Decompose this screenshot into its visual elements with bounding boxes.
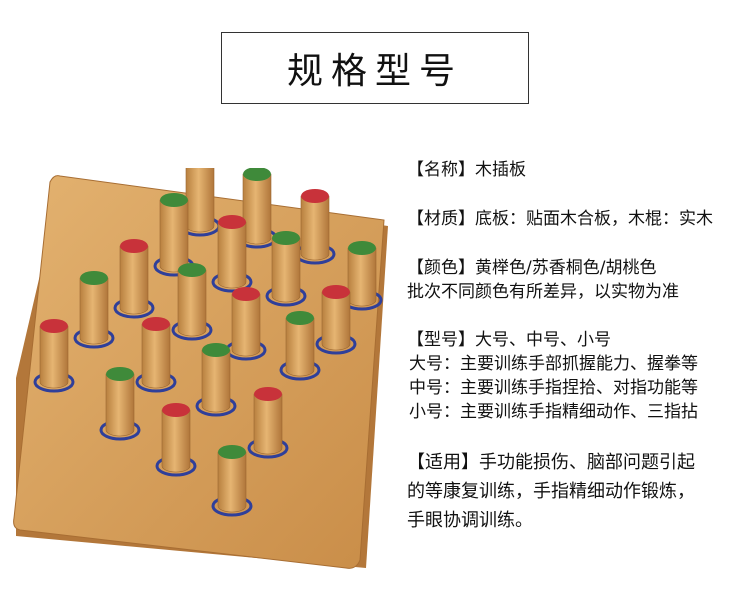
peg-cap-red (142, 317, 170, 331)
peg (294, 189, 336, 265)
peg (211, 215, 253, 293)
peg (73, 271, 115, 349)
model-small-line: 小号：主要训练手指精细动作、三指拈 (409, 402, 698, 422)
peg (99, 367, 141, 441)
page-title: 规格型号 (286, 51, 463, 92)
peg-body (231, 293, 261, 357)
peg-body (105, 373, 135, 437)
peg-body (217, 221, 247, 289)
model-line: 【型号】大号、中号、小号 (407, 330, 611, 350)
peg-cap-green (106, 367, 134, 381)
peg-body (177, 269, 207, 337)
peg (236, 168, 278, 249)
peg-body (217, 451, 247, 513)
usage-line-3: 手眼协调训练。 (407, 510, 533, 531)
peg-body (39, 325, 69, 389)
peg-body (271, 237, 301, 303)
peg (155, 403, 197, 477)
peg-cap-green (348, 241, 376, 255)
color-note-line: 批次不同颜色有所差异，以实物为准 (407, 282, 679, 302)
color-line: 【颜色】黄榉色/苏香桐色/胡桃色 (407, 258, 657, 278)
peg-cap-green (286, 311, 314, 325)
peg-cap-red (254, 387, 282, 401)
peg-cap-red (120, 239, 148, 253)
peg-cap-green (202, 343, 230, 357)
model-large-line: 大号：主要训练手部抓握能力、握拳等 (409, 354, 698, 374)
peg-cap-red (301, 189, 329, 203)
peg-body (141, 323, 171, 389)
peg-body (347, 247, 377, 307)
peg-body (285, 317, 315, 377)
peg-body (242, 173, 272, 245)
pegboard-image (13, 168, 388, 569)
model-medium-line: 中号：主要训练手指捏拾、对指功能等 (409, 378, 698, 398)
usage-line-2: 的等康复训练，手指精细动作锻炼， (407, 481, 695, 502)
peg (195, 343, 237, 417)
peg-body (119, 245, 149, 315)
peg-body (185, 168, 215, 233)
spec-panel: 【名称】木插板 【材质】底板：贴面木合板，木棍：实木 【颜色】黄榉色/苏香桐色/… (407, 158, 749, 535)
peg (247, 387, 289, 459)
peg-body (161, 409, 191, 473)
peg-body (79, 277, 109, 345)
peg-cap-green (243, 168, 271, 181)
peg (113, 239, 155, 319)
peg-body (321, 291, 351, 351)
peg-body (253, 393, 283, 455)
peg-cap-red (40, 319, 68, 333)
pegs-group (33, 168, 383, 517)
peg (279, 311, 321, 381)
peg (135, 317, 177, 393)
peg-body (201, 349, 231, 413)
peg-cap-red (322, 285, 350, 299)
peg-body (159, 199, 189, 273)
usage-line-1: 【适用】手功能损伤、脑部问题引起 (407, 452, 695, 473)
peg (225, 287, 267, 361)
peg-cap-red (162, 403, 190, 417)
peg-cap-green (218, 445, 246, 459)
peg-cap-red (232, 287, 260, 301)
peg (171, 263, 213, 341)
peg (33, 319, 75, 393)
peg (315, 285, 357, 355)
peg (153, 193, 195, 277)
peg-body (300, 195, 330, 261)
name-line: 【名称】木插板 (407, 160, 526, 180)
title-box: 规格型号 (221, 32, 529, 104)
peg-cap-green (80, 271, 108, 285)
peg-cap-red (218, 215, 246, 229)
peg (265, 231, 307, 307)
peg-cap-green (160, 193, 188, 207)
peg (211, 445, 253, 517)
peg (341, 241, 383, 311)
peg-cap-green (178, 263, 206, 277)
peg-cap-green (272, 231, 300, 245)
material-line: 【材质】底板：贴面木合板，木棍：实木 (407, 209, 713, 229)
